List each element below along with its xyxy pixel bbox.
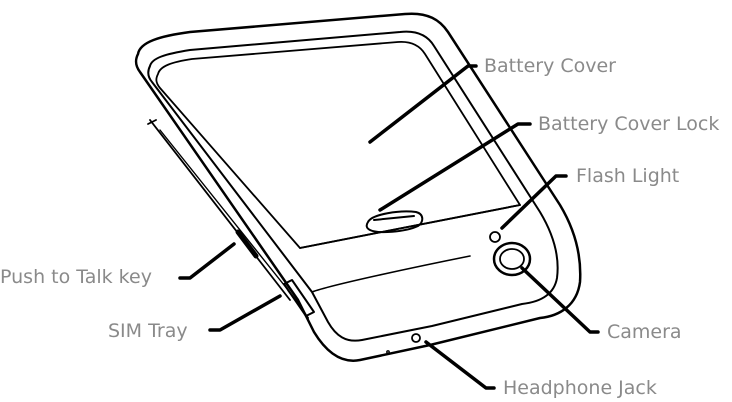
label-push-to-talk-key: Push to Talk key [0, 266, 152, 288]
label-battery-cover-lock: Battery Cover Lock [538, 113, 720, 135]
leader-flash-light [500, 174, 568, 230]
leader-battery-cover-lock [378, 122, 532, 212]
battery-cover-panel [155, 41, 521, 249]
headphone-jack [411, 333, 421, 343]
leader-camera [520, 266, 600, 334]
label-flash-light: Flash Light [576, 165, 680, 187]
leader-headphone-jack [424, 340, 496, 390]
panel-divider [299, 204, 521, 249]
device-inner-bezel [147, 30, 559, 342]
label-headphone-jack: Headphone Jack [503, 377, 657, 399]
side-edge-inner [159, 129, 301, 306]
battery-cover-lock [365, 210, 424, 234]
push-to-talk-key [235, 229, 259, 259]
mic-hole [386, 350, 390, 354]
leader-battery-cover [368, 64, 478, 144]
label-camera: Camera [607, 321, 682, 343]
camera-ring [492, 241, 532, 277]
label-battery-cover: Battery Cover [484, 55, 616, 77]
flash-light [489, 231, 501, 243]
sim-tray [283, 279, 315, 319]
lower-panel-edge [311, 255, 471, 293]
label-sim-tray: SIM Tray [108, 320, 188, 342]
leader-sim-tray [208, 294, 282, 332]
leader-push-to-talk [178, 242, 236, 280]
side-edge [147, 119, 291, 301]
camera-lens [499, 248, 525, 270]
